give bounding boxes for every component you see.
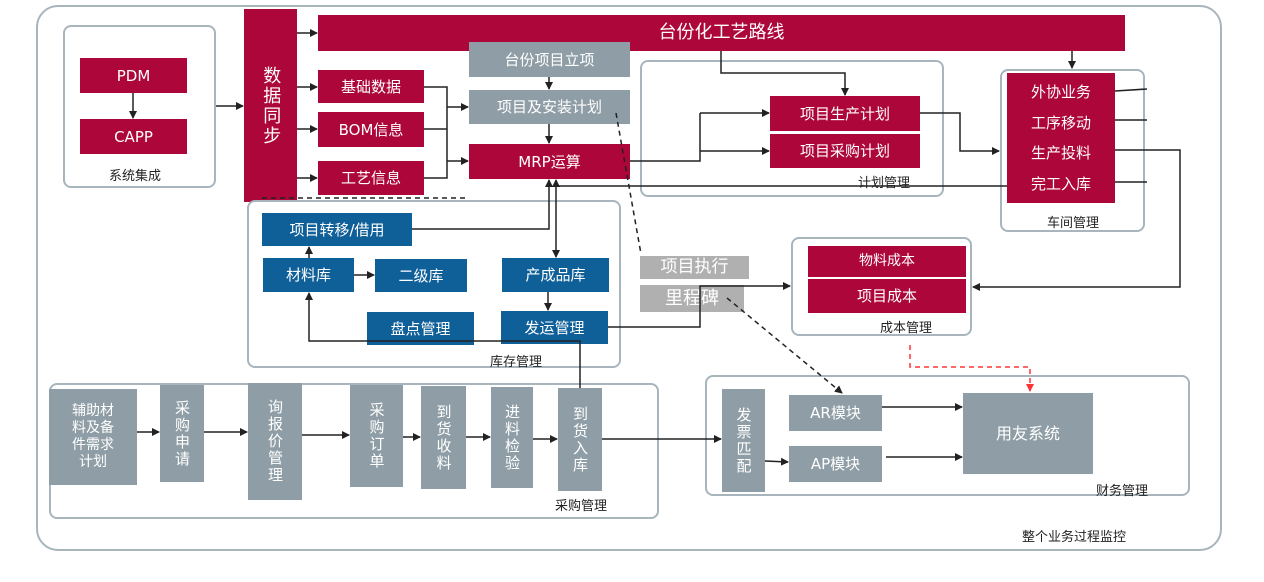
routing-bar: 台份化工艺路线: [318, 15, 1125, 51]
workshop-label: 车间管理: [1047, 216, 1100, 231]
project-execution-box: 项目执行: [640, 256, 749, 279]
workshop-item-outsourcing: 外协业务: [1030, 83, 1091, 102]
integration-label: 系统集成: [109, 169, 162, 184]
workshop-item-operation-move: 工序移动: [1030, 113, 1091, 132]
invoice-match-box: 发票匹配: [722, 389, 765, 492]
inventory-label: 库存管理: [490, 355, 543, 370]
process-info-box: 工艺信息: [318, 161, 424, 195]
purchase-step-rfq: 询报价管理: [248, 383, 302, 500]
finished-store-box: 产成品库: [502, 258, 609, 292]
shipping-box: 发运管理: [501, 311, 608, 344]
planning-label: 计划管理: [858, 176, 911, 191]
purchase-plan-box: 项目采购计划: [770, 134, 920, 168]
production-plan-box: 项目生产计划: [770, 96, 920, 131]
finance-group: [705, 375, 1190, 496]
cost-label: 成本管理: [880, 321, 933, 336]
ap-module-box: AP模块: [789, 446, 882, 482]
stocktake-box: 盘点管理: [367, 312, 474, 345]
purchase-step-inspection: 进料检验: [491, 387, 533, 488]
workshop-item-completion-receipt: 完工入库: [1030, 174, 1091, 193]
transfer-borrow-box: 项目转移/借用: [262, 213, 412, 246]
project-cost-box: 项目成本: [808, 279, 966, 313]
yonyou-system-box: 用友系统: [963, 393, 1093, 474]
finance-label: 财务管理: [1096, 484, 1149, 499]
basic-data-box: 基础数据: [318, 70, 424, 103]
purchase-step-requisition: 采购申请: [160, 385, 204, 482]
purchase-step-demand-plan: 辅助材 料及备 件需求 计划: [49, 389, 137, 485]
install-plan-box: 项目及安装计划: [469, 90, 630, 124]
purchasing-label: 采购管理: [555, 499, 608, 514]
purchase-step-stock-in: 到货入库: [558, 388, 602, 491]
cost-group: [791, 237, 972, 336]
purchase-step-order: 采购订单: [350, 385, 403, 487]
pdm-box: PDM: [80, 58, 187, 93]
overall-monitoring-label: 整个业务过程监控: [1022, 530, 1127, 545]
mrp-box: MRP运算: [469, 144, 630, 179]
material-cost-box: 物料成本: [808, 246, 966, 277]
overall-monitoring-group: [36, 5, 1222, 551]
material-store-box: 材料库: [263, 258, 354, 292]
project-initiation-box: 台份项目立项: [469, 42, 630, 77]
workshop-block: 外协业务 工序移动 生产投料 完工入库: [1007, 73, 1115, 203]
ar-module-box: AR模块: [789, 395, 882, 431]
workshop-item-material-issue: 生产投料: [1030, 144, 1091, 163]
milestone-box: 里程碑: [640, 285, 744, 312]
purchase-step-receiving: 到货收料: [421, 386, 466, 489]
secondary-store-box: 二级库: [375, 259, 467, 292]
capp-box: CAPP: [80, 119, 187, 154]
bom-info-box: BOM信息: [318, 112, 424, 147]
integration-group: [63, 25, 216, 188]
data-sync-bar: 数据同步: [244, 9, 297, 202]
